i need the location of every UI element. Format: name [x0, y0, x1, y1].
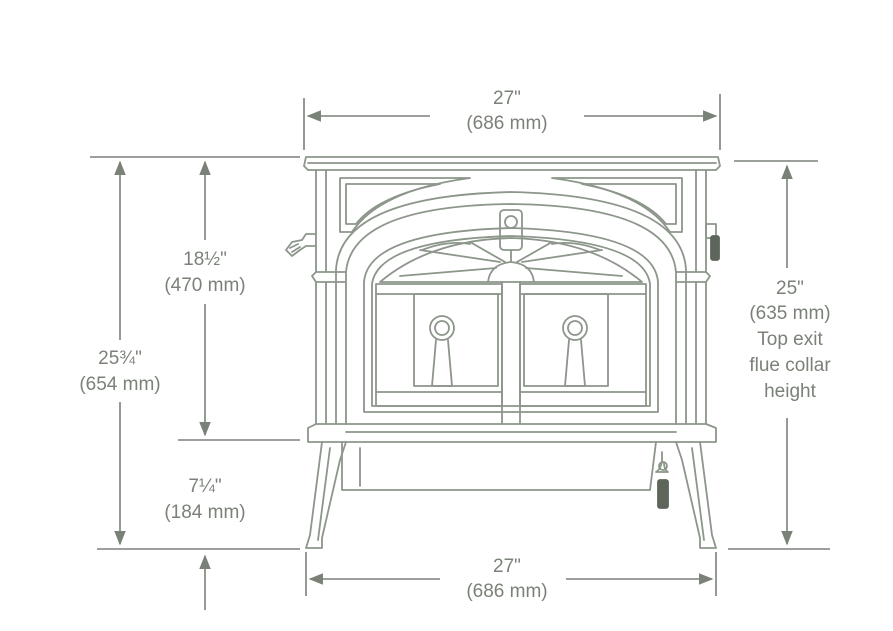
stove-body-outline — [307, 169, 717, 443]
right-glass-pane — [519, 283, 647, 407]
left-medallion — [429, 315, 455, 341]
right-medallion — [562, 315, 588, 341]
leg-height-imperial: 7¼" — [188, 476, 221, 497]
left-side-handle-icon — [285, 233, 317, 257]
leg-height-metric: (184 mm) — [164, 502, 245, 523]
left-glass-pane — [375, 283, 503, 407]
door-arch-outer — [335, 191, 687, 425]
upper-height-metric: (470 mm) — [164, 275, 245, 296]
upper-height-imperial: 18½" — [183, 249, 227, 270]
ash-pan — [341, 441, 657, 491]
overall-height-metric: (654 mm) — [79, 374, 160, 395]
ash-pan-handle-icon — [655, 451, 669, 473]
overall-height-imperial: 25¾" — [98, 348, 142, 369]
flue-note-line1: Top exit — [757, 329, 823, 350]
dimension-lines — [90, 94, 830, 610]
sunburst-crown — [379, 237, 643, 283]
right-leg — [675, 441, 717, 549]
top-width-metric: (686 mm) — [466, 113, 547, 134]
dimension-labels: 27" (686 mm) 27" (686 mm) 18½" (470 mm) … — [79, 88, 831, 602]
bottom-width-metric: (686 mm) — [466, 581, 547, 602]
left-scroll-panel — [339, 177, 471, 233]
bottom-width-imperial: 27" — [493, 556, 521, 577]
left-leg — [305, 441, 347, 549]
right-scroll-panel — [551, 177, 683, 233]
flue-note-line3: height — [764, 381, 816, 402]
top-width-imperial: 27" — [493, 88, 521, 109]
flue-note-line2: flue collar — [749, 355, 831, 376]
wood-stove-illustration — [285, 156, 721, 549]
flue-height-metric: (635 mm) — [749, 303, 830, 324]
flue-height-imperial: 25" — [776, 278, 804, 299]
stove-top-plate — [303, 156, 721, 171]
